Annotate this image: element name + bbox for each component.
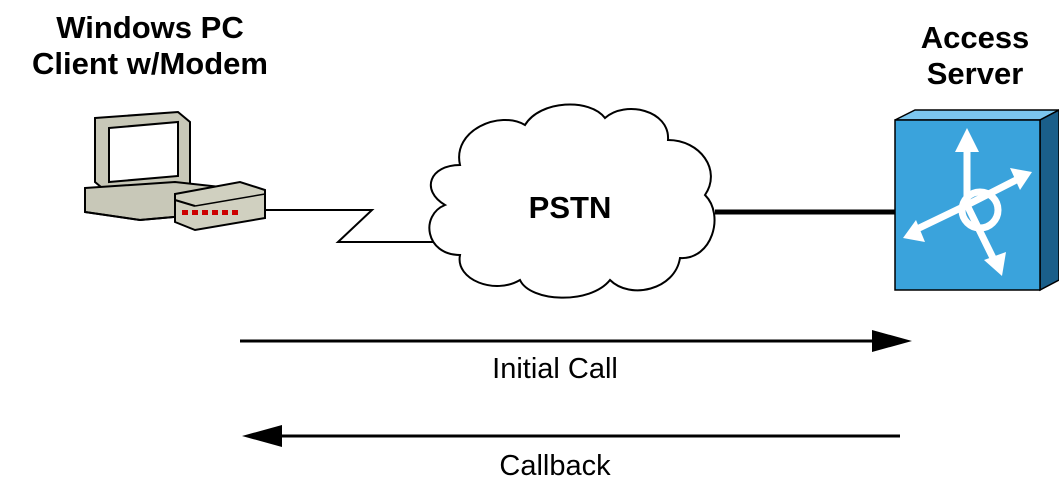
client-label: Windows PC Client w/Modem <box>0 10 300 82</box>
pstn-label: PSTN <box>528 190 612 225</box>
server-label: Access Server <box>895 20 1055 92</box>
modem-leds-icon <box>182 210 238 215</box>
initial-call-label: Initial Call <box>492 353 618 385</box>
server-label-line1: Access <box>920 20 1030 55</box>
client-label-line1: Windows PC <box>56 10 244 45</box>
initial-call-arrow <box>240 330 912 352</box>
client-label-line2: Client w/Modem <box>32 46 268 81</box>
callback-arrow <box>242 425 900 447</box>
modem-line <box>265 209 440 243</box>
callback-label: Callback <box>499 450 611 482</box>
pstn-cloud-icon <box>428 103 716 299</box>
access-server-icon <box>894 109 1059 292</box>
pc-icon <box>84 110 266 232</box>
server-label-line2: Server <box>926 56 1024 91</box>
